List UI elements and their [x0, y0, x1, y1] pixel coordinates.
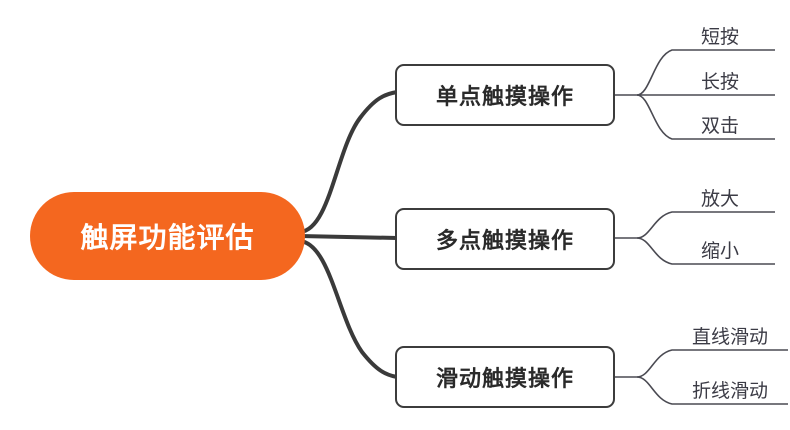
leaf-node-1-3-label: 双击 — [700, 116, 739, 137]
root-node[interactable]: 触屏功能评估 — [30, 192, 305, 280]
leaf-node-1-2[interactable]: 长按 — [665, 65, 775, 95]
connector-root-to-branch-2 — [298, 234, 399, 240]
leaf-node-1-1[interactable]: 短按 — [665, 20, 775, 50]
leaf-node-3-2-label: 折线滑动 — [691, 381, 768, 402]
leaf-node-1-2-label: 长按 — [700, 72, 739, 93]
leaf-node-3-1-label: 直线滑动 — [691, 327, 768, 348]
connector-root-to-branch-3 — [298, 239, 399, 379]
branch-node-2[interactable]: 多点触摸操作 — [395, 208, 615, 270]
connector-branch-2-leaf-1 — [636, 211, 775, 239]
branch-node-3-label: 滑动触摸操作 — [435, 366, 574, 391]
root-node-label: 触屏功能评估 — [80, 222, 255, 253]
leaf-node-3-2[interactable]: 折线滑动 — [672, 374, 788, 404]
connector-root-to-branch-1 — [298, 90, 399, 234]
leaf-node-1-3[interactable]: 双击 — [665, 109, 775, 139]
connector-branch-3-leaf-1 — [636, 349, 788, 378]
connector-branch-2-leaf-2 — [636, 237, 775, 265]
leaf-node-2-2-label: 缩小 — [700, 241, 739, 262]
leaf-node-2-1[interactable]: 放大 — [665, 182, 775, 212]
connector-branch-1-leaf-3 — [636, 94, 775, 140]
leaf-node-2-2[interactable]: 缩小 — [665, 234, 775, 264]
branch-node-1[interactable]: 单点触摸操作 — [395, 64, 615, 126]
branch-node-2-label: 多点触摸操作 — [435, 228, 574, 253]
leaf-node-1-1-label: 短按 — [700, 27, 739, 48]
branch-node-1-label: 单点触摸操作 — [435, 84, 574, 109]
connector-branch-3-leaf-2 — [636, 376, 788, 405]
leaf-node-3-1[interactable]: 直线滑动 — [672, 320, 788, 350]
branch-node-3[interactable]: 滑动触摸操作 — [395, 346, 615, 408]
leaf-node-2-1-label: 放大 — [700, 189, 739, 210]
connector-branch-1-leaf-1 — [636, 49, 775, 96]
